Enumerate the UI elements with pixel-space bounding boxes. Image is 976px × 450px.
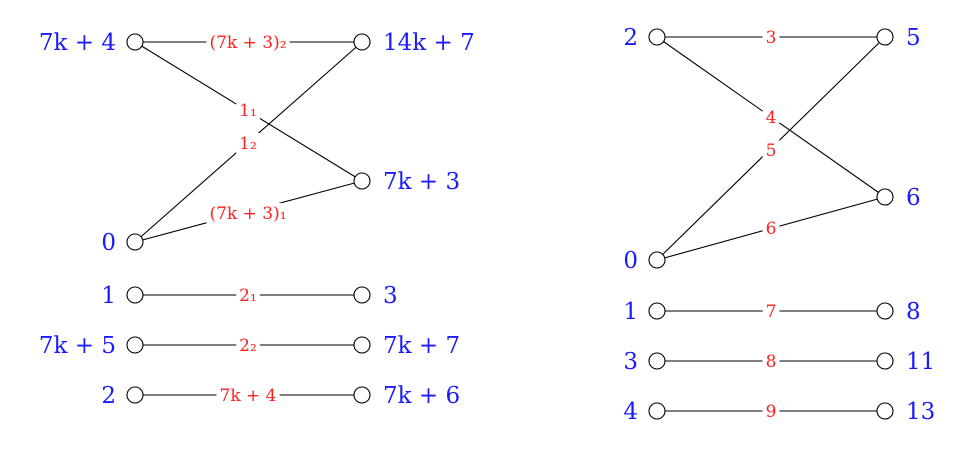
edge-label-background: [762, 140, 780, 162]
edge-label-background: [762, 218, 780, 240]
node-label: 5: [906, 25, 921, 51]
edge-label-background: [762, 351, 780, 373]
graph-node: [876, 402, 894, 420]
graph-node: [648, 302, 666, 320]
edge-label: 7: [766, 302, 777, 322]
node-label: 13: [906, 399, 935, 425]
node-label: 1: [623, 299, 638, 325]
node-label: 1: [101, 283, 116, 309]
node-label: 0: [101, 230, 116, 256]
edge-label-background: [762, 27, 780, 49]
graph-node: [353, 386, 371, 404]
node-label: 7k + 5: [39, 333, 116, 359]
node-label: 0: [623, 248, 638, 274]
edge-label-background: [236, 285, 260, 307]
node-label: 4: [623, 399, 638, 425]
node-label: 2: [101, 383, 116, 409]
graph-node: [353, 33, 371, 51]
edge-label: 4: [766, 108, 777, 128]
node-label: 2: [623, 25, 638, 51]
edge-label: 3: [766, 28, 777, 48]
node-label: 14k + 7: [383, 30, 475, 56]
node-label: 3: [623, 349, 638, 375]
edge-label-background: [236, 100, 260, 122]
node-label: 8: [906, 299, 921, 325]
edge-label-background: [762, 107, 780, 129]
node-label: 6: [906, 185, 921, 211]
edge-label: 1₂: [239, 134, 257, 154]
edge-label: (7k + 3)₁: [209, 204, 286, 224]
node-label: 11: [906, 349, 935, 375]
edge-label: 8: [766, 352, 777, 372]
graph-node: [648, 402, 666, 420]
graph-node: [876, 28, 894, 46]
edge-label-background: [762, 401, 780, 423]
edge-label-background: [206, 203, 290, 225]
edge-label: (7k + 3)₂: [209, 33, 286, 53]
left-graph: (7k + 3)₂ 1₁ 1₂ (7k + 3)₁ 2₁ 2₂ 7k + 4 7k + 4 14…: [39, 30, 475, 409]
edge-label: 2₁: [239, 286, 257, 306]
graph-node: [876, 352, 894, 370]
graph-node: [126, 336, 144, 354]
graph-node: [126, 386, 144, 404]
graph-node: [126, 233, 144, 251]
edge-label: 1₁: [239, 101, 257, 121]
node-label: 7k + 3: [383, 169, 460, 195]
edge-label: 7k + 4: [220, 386, 277, 406]
node-label: 3: [383, 283, 398, 309]
edge-label-background: [236, 133, 260, 155]
graph-node: [876, 302, 894, 320]
graph-node: [876, 188, 894, 206]
node-label: 7k + 6: [383, 383, 460, 409]
edge-label: 5: [766, 141, 777, 161]
graph-node: [126, 33, 144, 51]
graph-node: [353, 172, 371, 190]
node-label: 7k + 7: [383, 333, 460, 359]
node-label: 7k + 4: [39, 30, 116, 56]
edge-label: 6: [766, 219, 777, 239]
edge-label-background: [762, 301, 780, 323]
edge-label: 2₂: [239, 336, 257, 356]
right-graph: 3 4 5 6 7 8 9 2 5 6 0 1 8 3 11 4 13: [623, 25, 935, 425]
edge-label-background: [236, 335, 260, 357]
edge-label: 9: [766, 402, 777, 422]
graph-node: [126, 286, 144, 304]
edge-label-background: [216, 385, 280, 407]
graph-node: [648, 352, 666, 370]
graph-node: [648, 28, 666, 46]
edge-label-background: [206, 32, 290, 54]
graph-node: [648, 251, 666, 269]
graph-node: [353, 336, 371, 354]
graph-node: [353, 286, 371, 304]
